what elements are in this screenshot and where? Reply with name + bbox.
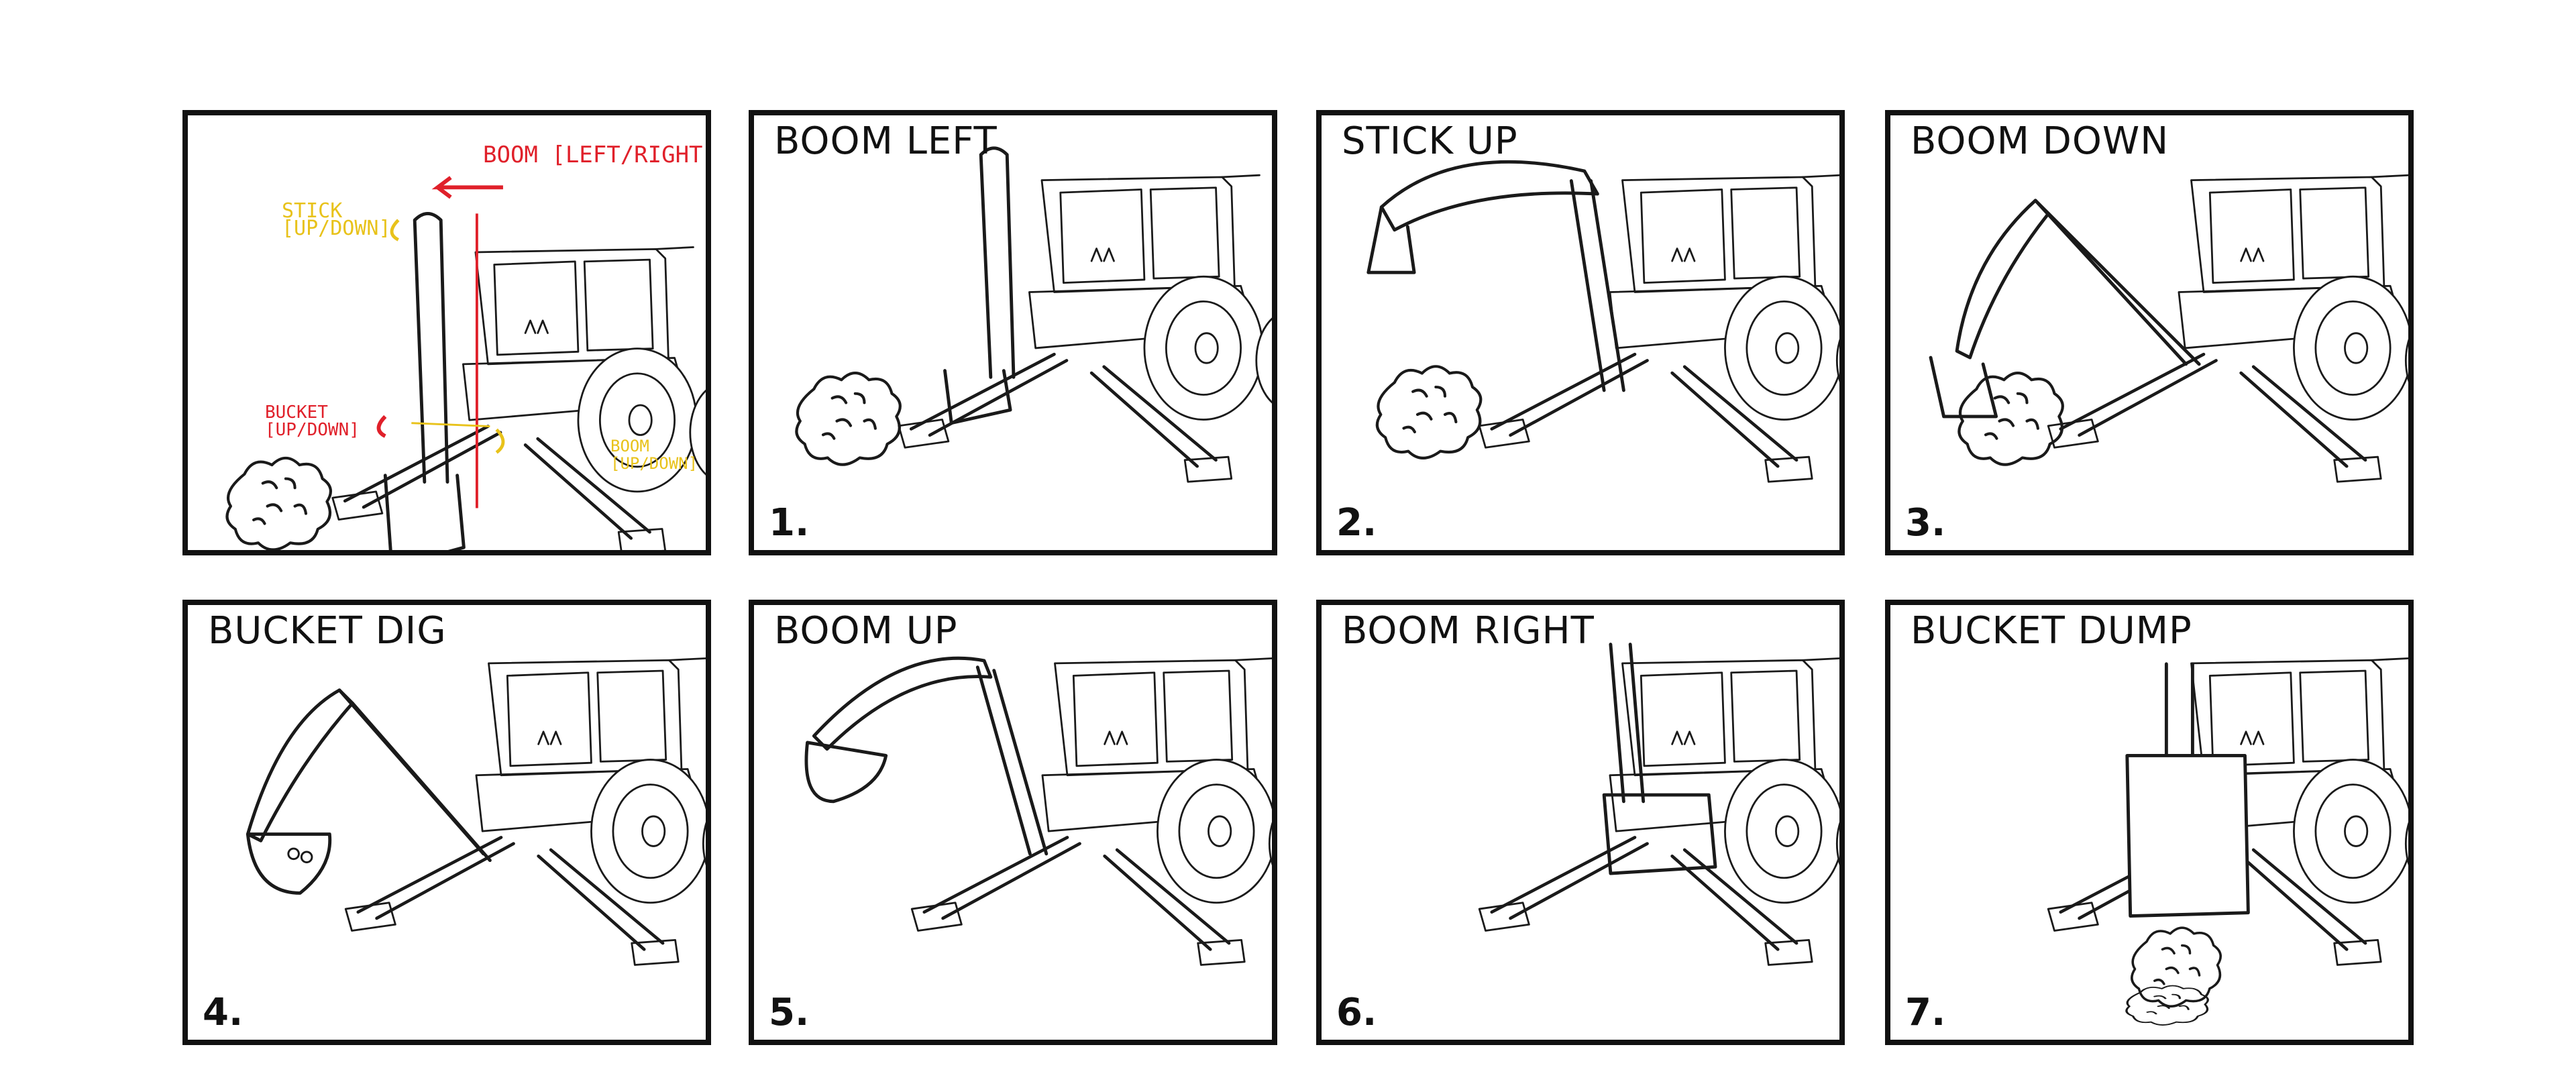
- panel-title: STICK UP: [1342, 119, 1518, 163]
- backhoe-tractor-drawing: [1890, 115, 2408, 550]
- panel-number: 3.: [1905, 501, 1945, 545]
- panel-title: BOOM RIGHT: [1342, 609, 1595, 653]
- panel-number: 1.: [769, 501, 809, 545]
- backhoe-tractor-drawing: [754, 115, 1272, 550]
- panel-number: 6.: [1336, 991, 1377, 1034]
- panel-5: BOOM UP 5.: [749, 600, 1277, 1045]
- backhoe-tractor-drawing: [188, 115, 706, 550]
- panel-number: 5.: [769, 991, 809, 1034]
- panel-title: BOOM UP: [774, 609, 957, 653]
- panel-number: 4.: [203, 991, 243, 1034]
- panel-title: BOOM LEFT: [774, 119, 998, 163]
- panel-1: BOOM LEFT 1.: [749, 110, 1277, 555]
- panel-title: BUCKET DIG: [208, 609, 447, 653]
- panel-title: BOOM DOWN: [1911, 119, 2169, 163]
- panel-number: 7.: [1905, 991, 1945, 1034]
- panel-title: BUCKET DUMP: [1911, 609, 2192, 653]
- panel-legend: BOOM [LEFT/RIGHT] STICK [UP/DOWN] BUCKET…: [182, 110, 711, 555]
- annotation-boom-up-down: BOOM [UP/DOWN]: [610, 437, 698, 472]
- backhoe-tractor-drawing: [188, 605, 706, 1040]
- panel-number: 2.: [1336, 501, 1377, 545]
- panel-2: STICK UP 2.: [1316, 110, 1845, 555]
- annotation-boom-left-right: BOOM [LEFT/RIGHT]: [483, 146, 711, 164]
- backhoe-tractor-drawing: [754, 605, 1272, 1040]
- backhoe-tractor-drawing: [1890, 605, 2408, 1040]
- backhoe-tractor-drawing: [1322, 605, 1839, 1040]
- backhoe-tractor-drawing: [1322, 115, 1839, 550]
- panel-6: BOOM RIGHT 6.: [1316, 600, 1845, 1045]
- annotation-stick: STICK [UP/DOWN]: [282, 203, 391, 237]
- panel-3: BOOM DOWN 3.: [1885, 110, 2414, 555]
- panel-4: BUCKET DIG 4.: [182, 600, 711, 1045]
- panel-7: BUCKET DUMP 7.: [1885, 600, 2414, 1045]
- annotation-bucket: BUCKET [UP/DOWN]: [265, 404, 360, 439]
